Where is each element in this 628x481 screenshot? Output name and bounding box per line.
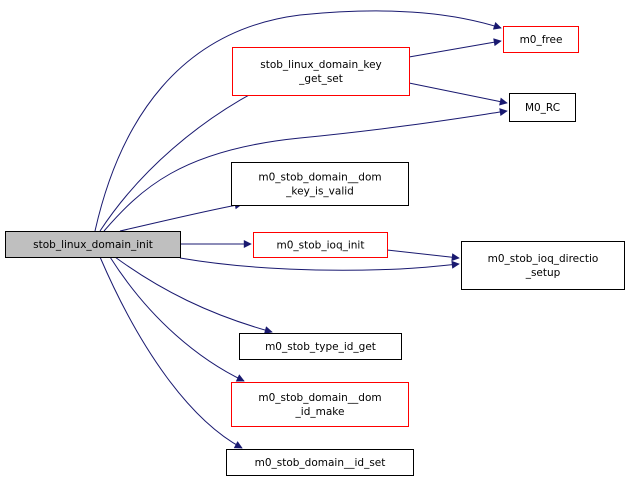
node-type_id_get[interactable]: m0_stob_type_id_get [239,333,402,360]
edge-ioq_init-to-directio_setup [386,249,460,262]
node-label: m0_stob_type_id_get [265,341,376,353]
edge-root-to-directio_setup [179,257,460,271]
node-id_make[interactable]: m0_stob_domain__dom _id_make [231,382,409,427]
node-box[interactable] [253,232,388,258]
node-label: m0_stob_domain__dom [258,172,381,184]
edge-root-to-id_set [99,256,243,449]
node-box[interactable] [509,93,576,122]
edges-layer [94,10,508,449]
node-label: _key_is_valid [285,186,354,198]
node-box [5,231,181,258]
node-m0_free[interactable]: m0_free [503,26,579,53]
node-label: m0_free [520,34,563,46]
node-label: m0_stob_domain__dom [258,392,381,404]
node-box[interactable] [231,382,409,427]
edge-root-to-id_make [109,256,245,382]
node-key_get_set[interactable]: stob_linux_domain_key _get_set [232,47,410,96]
node-label: _id_make [295,406,345,418]
node-label: _setup [525,267,561,279]
node-box[interactable] [503,26,579,53]
nodes-layer: stob_linux_domain_init m0_free stob_linux_… [5,26,625,476]
node-directio_setup[interactable]: m0_stob_ioq_directio _setup [461,241,625,290]
edge-root-to-type_id_get [114,256,273,334]
node-root: stob_linux_domain_init [5,231,181,258]
edge-root-to-key_get_set [99,87,263,232]
node-label: stob_linux_domain_init [33,239,153,251]
node-key_is_valid[interactable]: m0_stob_domain__dom _key_is_valid [231,162,409,206]
node-label: m0_stob_ioq_directio [488,253,599,265]
node-label: stob_linux_domain_key [260,59,382,71]
node-ioq_init[interactable]: m0_stob_ioq_init [253,232,388,258]
edge-root-to-M0_RC [103,108,508,232]
node-label: m0_stob_domain__id_set [255,457,386,469]
edge-key_get_set-to-M0_RC [408,82,508,106]
edge-root-to-key_is_valid [119,201,243,232]
node-box[interactable] [226,449,414,476]
node-label: M0_RC [525,102,560,114]
node-box[interactable] [239,333,402,360]
edge-root-to-m0_free [94,10,502,232]
node-box[interactable] [461,241,625,290]
edge-key_get_set-to-m0_free [408,38,502,58]
node-M0_RC[interactable]: M0_RC [509,93,576,122]
node-label: m0_stob_ioq_init [277,240,365,252]
node-box[interactable] [232,47,410,96]
node-id_set[interactable]: m0_stob_domain__id_set [226,449,414,476]
node-box[interactable] [231,162,409,206]
node-label: _get_set [298,73,343,85]
